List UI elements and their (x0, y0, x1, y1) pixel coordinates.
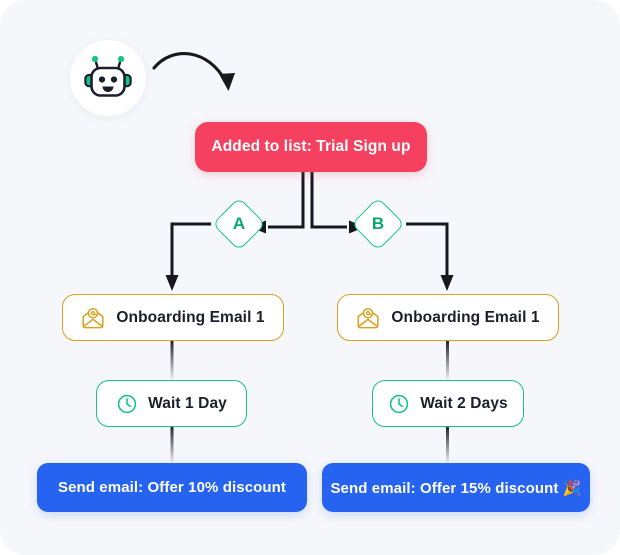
trigger-node-label: Added to list: Trial Sign up (211, 138, 411, 155)
send-email-node-label: Send email: Offer 10% discount (57, 479, 287, 496)
branch-badge-a[interactable]: A (212, 197, 266, 251)
send-email-node-label: Send email: Offer 15% discount 🎉 (330, 479, 582, 497)
wait-node-branch-a[interactable]: Wait 1 Day (96, 380, 247, 427)
wait-node-branch-b[interactable]: Wait 2 Days (372, 380, 524, 427)
robot-icon (82, 53, 134, 103)
curved-arrow-icon (150, 38, 260, 120)
email-node-branch-b[interactable]: Onboarding Email 1 (337, 294, 559, 341)
email-node-branch-a[interactable]: Onboarding Email 1 (62, 294, 284, 341)
envelope-at-icon (356, 307, 380, 329)
wait-node-label: Wait 1 Day (148, 394, 227, 412)
envelope-at-icon (81, 307, 105, 329)
send-email-node-branch-b[interactable]: Send email: Offer 15% discount 🎉 (322, 463, 590, 512)
clock-icon (388, 393, 410, 415)
robot-avatar (70, 40, 146, 116)
clock-icon (116, 393, 138, 415)
branch-badge-b[interactable]: B (351, 197, 405, 251)
email-node-label: Onboarding Email 1 (116, 308, 265, 326)
branch-badge-b-label: B (371, 214, 385, 233)
branch-badge-a-label: A (232, 214, 246, 233)
send-email-node-branch-a[interactable]: Send email: Offer 10% discount (37, 463, 307, 512)
wait-node-label: Wait 2 Days (420, 394, 508, 412)
email-node-label: Onboarding Email 1 (391, 308, 540, 326)
trigger-node-added-to-list[interactable]: Added to list: Trial Sign up (195, 122, 427, 172)
